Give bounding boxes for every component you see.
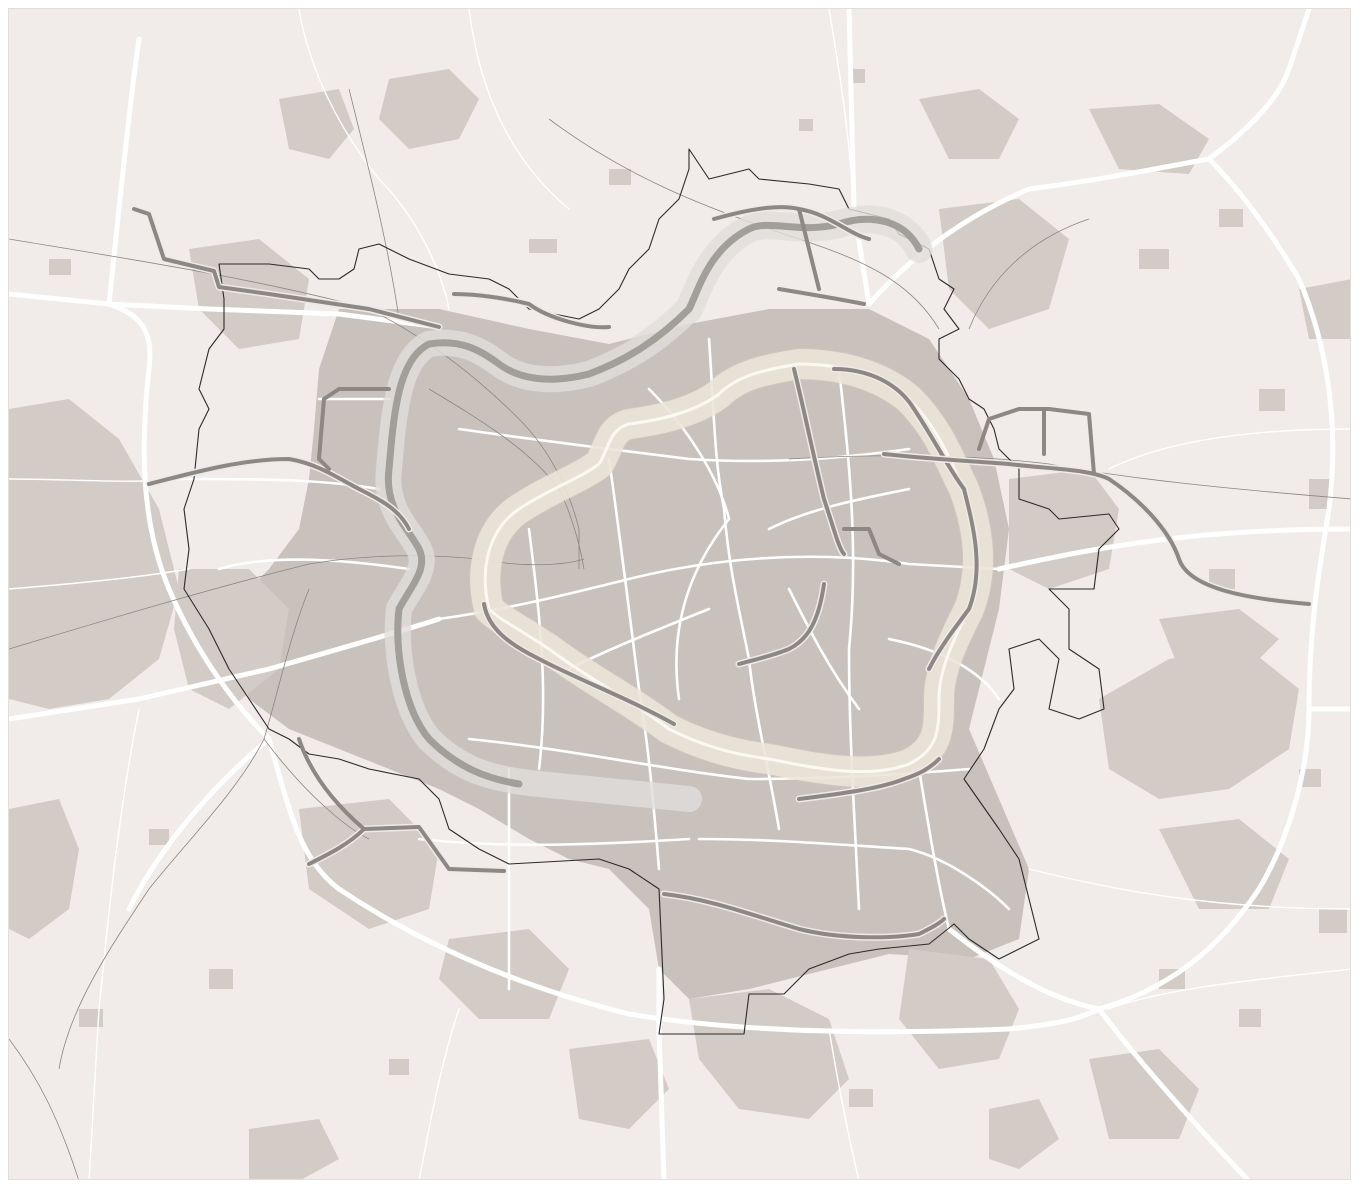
built-up-area-layer — [9, 69, 1350, 1179]
route-central-south — [737, 582, 826, 666]
built-up-block — [1309, 479, 1331, 509]
map-canvas[interactable] — [9, 9, 1351, 1180]
built-up-east-1 — [1099, 649, 1299, 799]
route-central-ns — [792, 367, 846, 556]
local-road — [1028, 868, 1350, 910]
built-up-block — [849, 1089, 873, 1107]
district-boundary — [183, 148, 1120, 1035]
road-west-south — [126, 736, 272, 912]
rail-line — [968, 218, 1090, 330]
built-up-south-4 — [569, 1039, 669, 1129]
route-north-branch — [797, 207, 821, 291]
route-south — [662, 892, 946, 940]
built-up-city-center — [229, 309, 1029, 999]
route-north-2 — [777, 287, 866, 306]
route-east-loop — [977, 407, 1096, 476]
built-up-east-4 — [1299, 279, 1350, 339]
street — [675, 517, 731, 701]
motorway-south — [656, 966, 667, 1179]
built-up-west-1 — [9, 399, 179, 709]
rail-line — [58, 588, 310, 1070]
built-up-east-3 — [1159, 609, 1279, 669]
route-north-west — [452, 292, 611, 330]
built-up-block — [609, 169, 631, 185]
built-up-southwest — [299, 799, 439, 929]
route-lines-layer — [130, 203, 1313, 941]
street — [697, 837, 1011, 911]
built-up-northeast — [939, 199, 1069, 329]
local-road — [88, 708, 140, 1179]
built-up-block — [149, 829, 169, 845]
built-up-block — [1209, 569, 1235, 589]
outer-ring-road — [106, 156, 1336, 1035]
route-west-loop — [317, 387, 391, 471]
built-up-block — [799, 119, 813, 131]
local-road — [418, 1008, 460, 1179]
built-up-block — [1319, 909, 1347, 933]
local-road — [1108, 428, 1350, 470]
built-up-east-2 — [1009, 469, 1119, 589]
outer-corridor-core — [384, 215, 923, 788]
route-east-inner — [832, 367, 979, 671]
built-up-south-2 — [899, 949, 1019, 1069]
built-up-block — [529, 239, 557, 253]
street — [837, 367, 861, 911]
street — [767, 487, 911, 531]
local-road — [828, 9, 855, 210]
rail-line — [9, 1038, 79, 1179]
route-southwest-spur — [297, 737, 366, 831]
regional-roads — [9, 9, 1350, 1179]
street — [917, 767, 951, 931]
motorway-north-west — [106, 36, 142, 307]
rail-line — [348, 88, 400, 320]
route-east — [882, 452, 1311, 606]
built-up-west-2 — [174, 569, 289, 709]
route-inner-sw — [482, 602, 676, 726]
built-up-south-6 — [989, 1099, 1059, 1169]
built-up-block — [209, 969, 233, 989]
built-up-north-4 — [1089, 104, 1209, 174]
built-up-block — [1139, 249, 1169, 269]
built-up-north-2 — [279, 89, 354, 159]
built-up-block — [1239, 1009, 1261, 1027]
built-up-south-5 — [1089, 1049, 1199, 1139]
built-up-north-3 — [919, 89, 1019, 159]
outer-ring-corridor — [374, 205, 933, 813]
built-up-block — [1219, 209, 1243, 227]
local-road — [298, 9, 450, 310]
built-up-southeast — [1159, 819, 1289, 909]
street — [437, 555, 1001, 621]
local-road — [468, 9, 570, 210]
local-road — [828, 1028, 860, 1179]
motorway-southeast — [946, 926, 1251, 1179]
built-up-north-1 — [379, 69, 479, 149]
local-road — [9, 568, 190, 590]
street — [707, 337, 781, 831]
route-southeast — [797, 757, 941, 801]
route-southwest — [307, 825, 506, 873]
built-up-west-3 — [9, 799, 79, 939]
map-frame[interactable] — [8, 8, 1351, 1180]
built-up-south-1 — [689, 989, 849, 1119]
route-central-branch — [842, 527, 901, 566]
street — [787, 587, 861, 711]
local-road — [1108, 968, 1350, 1010]
street — [217, 558, 411, 571]
built-up-block — [49, 259, 71, 275]
motorway-northeast — [866, 9, 1312, 307]
motorway-west — [9, 291, 442, 330]
built-up-block — [79, 1009, 103, 1027]
motorway-east — [996, 526, 1350, 572]
built-up-block — [1259, 389, 1285, 411]
rail-line — [788, 455, 1350, 500]
built-up-block — [389, 1059, 409, 1075]
motorway-southwest — [9, 616, 442, 722]
built-up-south-7 — [249, 1119, 339, 1179]
street — [607, 457, 661, 871]
route-west — [147, 457, 411, 531]
street — [417, 837, 691, 847]
rail-line — [9, 238, 580, 569]
route-far-west — [132, 207, 441, 329]
